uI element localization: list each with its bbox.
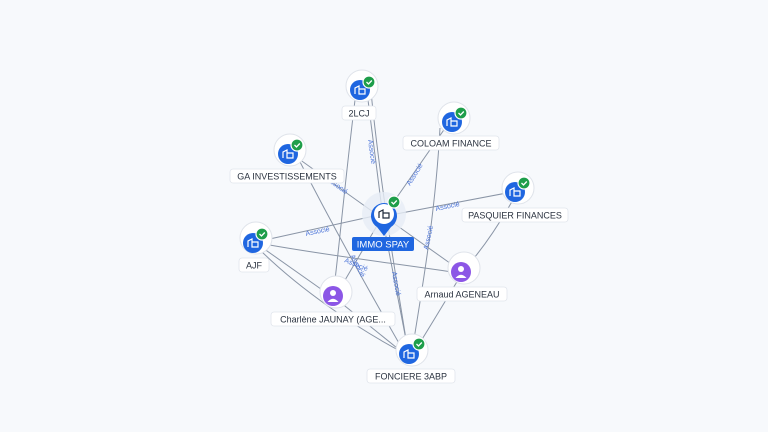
node-label: Charlène JAUNAY (AGE... <box>280 315 386 325</box>
node-label: GA INVESTISSEMENTS <box>237 172 337 182</box>
node-label: Arnaud AGENEAU <box>424 290 499 300</box>
edge-arnaud-center <box>391 221 455 267</box>
edge-label: Associé <box>390 271 401 296</box>
node-arnaud-ageneau[interactable]: Arnaud AGENEAU <box>416 251 508 302</box>
node-coloam-finance[interactable]: COLOAM FINANCE <box>402 101 500 151</box>
edge-label: Associé <box>366 139 376 164</box>
edge-label: Associé <box>406 162 425 187</box>
edge-pasquier-center <box>395 191 513 215</box>
verified-check-icon <box>290 138 304 152</box>
edge-ajf-fonciere <box>257 247 403 353</box>
edge-label: Associé <box>435 201 461 213</box>
node-pasquier-finances[interactable]: PASQUIER FINANCES <box>461 171 569 223</box>
edge-ajf-arnaud <box>263 243 453 273</box>
node-fonciere-3abp[interactable]: FONCIERE 3ABP <box>366 333 456 384</box>
node-label: FONCIERE 3ABP <box>375 372 447 382</box>
node-charlene-jaunay[interactable]: Charlène JAUNAY (AGE... <box>270 275 396 327</box>
building-icon <box>399 344 419 364</box>
edge-ga-fonciere <box>297 157 405 353</box>
edges <box>255 91 515 353</box>
edge-charlene-fonciere <box>339 301 403 353</box>
node-ajf[interactable]: AJF <box>238 221 273 273</box>
node-label: PASQUIER FINANCES <box>468 211 562 221</box>
verified-check-icon <box>517 176 531 190</box>
building-icon <box>378 209 390 219</box>
edge-ajf-charlene <box>259 245 329 295</box>
central-node-label: IMMO SPAY <box>357 240 410 251</box>
verified-check-icon <box>362 75 376 89</box>
node-label: AJF <box>246 261 263 271</box>
node-2lcj[interactable]: 2LCJ <box>341 69 379 121</box>
edge-coloam-fonciere <box>411 127 441 353</box>
verified-check-icon <box>387 195 401 209</box>
node-immo-spay-central[interactable]: IMMO SPAY <box>352 192 414 251</box>
node-label: COLOAM FINANCE <box>410 139 491 149</box>
edge-label: Associé <box>423 225 435 251</box>
verified-check-icon <box>255 227 269 241</box>
verified-check-icon <box>412 337 426 351</box>
edge-ga-center <box>291 153 377 215</box>
edge-ajf-center <box>255 215 375 243</box>
node-ga-investissements[interactable]: GA INVESTISSEMENTS <box>229 133 345 184</box>
edge-label: Associé <box>305 226 331 238</box>
verified-check-icon <box>454 106 468 120</box>
node-label: 2LCJ <box>348 109 369 119</box>
